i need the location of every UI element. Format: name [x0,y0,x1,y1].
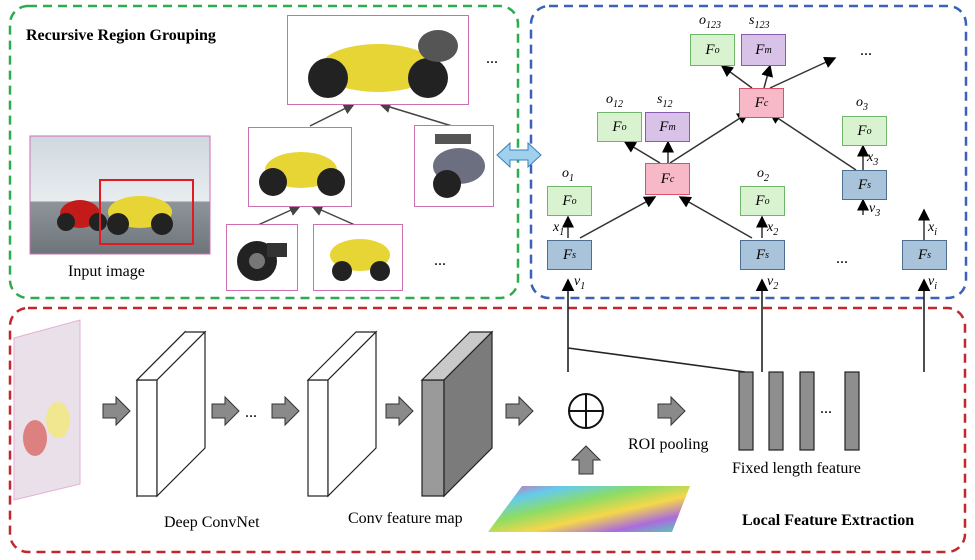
extraction-panel-title: Local Feature Extraction [742,512,915,529]
right-arrow-icon [271,395,300,427]
input-image-faded [13,319,81,501]
label-o3: o3 [856,95,868,113]
label-v1: v1 [574,274,586,292]
ellipsis-text: ... [245,404,257,421]
ellipsis-text: ... [836,250,848,267]
conv-block-1 [135,330,207,498]
region-thumb-mid-left [248,127,352,207]
up-arrow-icon [570,445,602,475]
fixed-length-feature-caption: Fixed length feature [732,460,861,477]
label-x1: x1 [553,220,565,238]
label-xi: xi [928,220,937,238]
label-o2: o2 [757,166,769,184]
label-v3: v3 [869,201,881,219]
roi-pooling-caption: ROI pooling [628,436,709,453]
double-arrow-icon [496,141,542,169]
fixed-length-feature-bars [738,371,860,451]
region-thumb-mid-right [414,125,494,207]
conv-feature-map-block [420,330,494,498]
right-arrow-icon [385,395,414,427]
extraction-panel-border [8,306,967,554]
right-arrow-icon [657,395,686,427]
label-o123: o123 [699,13,721,31]
label-s123: s123 [749,13,770,31]
region-thumb-top [287,15,469,105]
label-o12: o12 [606,92,623,110]
grouping-panel-border [8,4,520,300]
superpixel-map [488,486,690,532]
input-image-caption: Input image [68,263,145,280]
right-arrow-icon [505,395,534,427]
label-x3: x3 [867,150,879,168]
deep-convnet-caption: Deep ConvNet [164,514,260,531]
grouping-panel-title: Recursive Region Grouping [26,27,216,44]
label-vi: vi [928,274,937,292]
input-image [29,135,211,255]
label-v2: v2 [767,274,779,292]
label-o1: o1 [562,166,574,184]
region-thumb-bottom-mid [313,224,403,291]
right-arrow-icon [102,395,131,427]
right-arrow-icon [211,395,240,427]
region-thumb-bottom-left [226,224,298,291]
ellipsis-text: ... [820,400,832,417]
ellipsis-text: ... [486,50,498,67]
conv-feature-map-caption: Conv feature map [348,510,463,527]
label-x2: x2 [767,220,779,238]
label-s12: s12 [657,92,673,110]
plus-circle-icon [568,393,604,429]
conv-block-2 [306,330,378,498]
ellipsis-text: ... [860,42,872,59]
ellipsis-text: ... [434,252,446,269]
